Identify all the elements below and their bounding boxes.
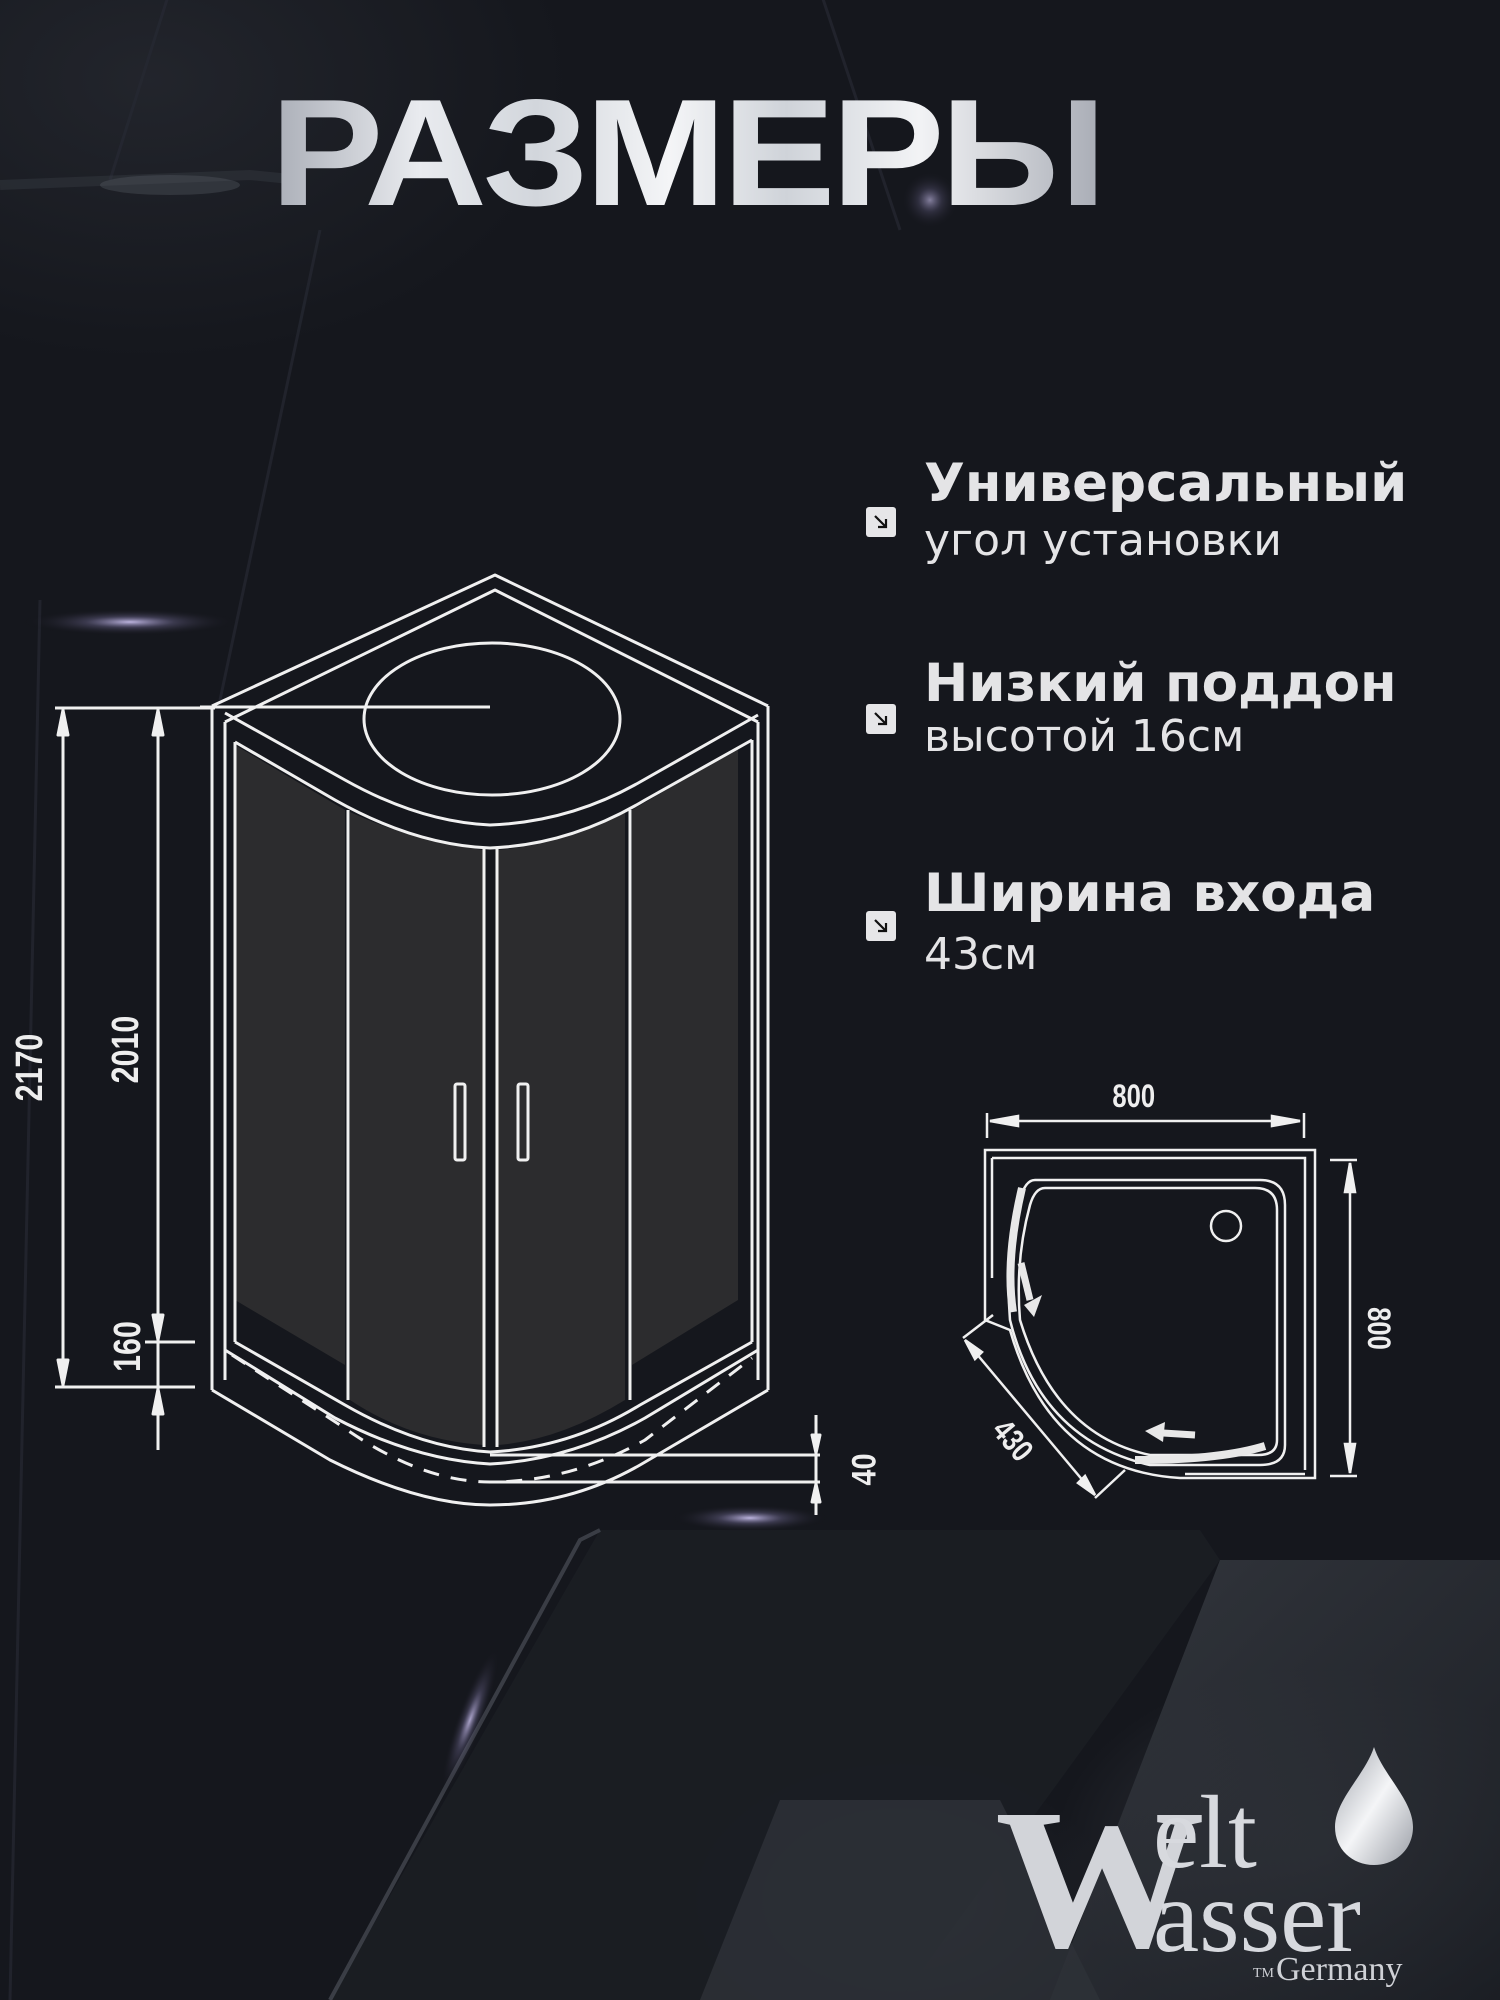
logo-word-elt: elt: [1153, 1775, 1257, 1890]
feature-subtitle: 43см: [924, 929, 1038, 980]
feature-item: Ширина входа 43см: [862, 865, 1462, 1005]
feature-title: Универсальный: [924, 453, 1408, 514]
logo-word-asser: asser: [1153, 1859, 1361, 1974]
feature-list: Универсальный угол установки Низкий подд…: [862, 455, 1462, 1005]
arrow-down-right-icon: [866, 704, 896, 734]
feature-title: Низкий поддон: [924, 653, 1397, 714]
dimension-width: 800: [1112, 1078, 1156, 1114]
dimension-depth: 800: [1361, 1307, 1398, 1350]
logo-country-text: Germany: [1276, 1951, 1403, 1988]
feature-subtitle: угол установки: [924, 515, 1282, 566]
arrow-down-right-icon: [866, 911, 896, 941]
feature-subtitle: высотой 16см: [924, 711, 1245, 762]
title-text: РАЗМЕРЫ: [270, 68, 1107, 238]
brand-logo: W elt asser TMGermany: [995, 1730, 1455, 1990]
trademark-mark: TM: [1253, 1966, 1274, 1981]
logo-country: TMGermany: [1253, 1952, 1403, 1988]
feature-item: Универсальный угол установки: [862, 455, 1462, 655]
feature-item: Низкий поддон высотой 16см: [862, 655, 1462, 865]
arrow-down-right-icon: [866, 507, 896, 537]
water-drop-icon: [1335, 1747, 1413, 1865]
page-title: РАЗМЕРЫ: [270, 68, 1230, 238]
feature-title: Ширина входа: [924, 863, 1376, 924]
logo-initial: W: [995, 1769, 1205, 1990]
